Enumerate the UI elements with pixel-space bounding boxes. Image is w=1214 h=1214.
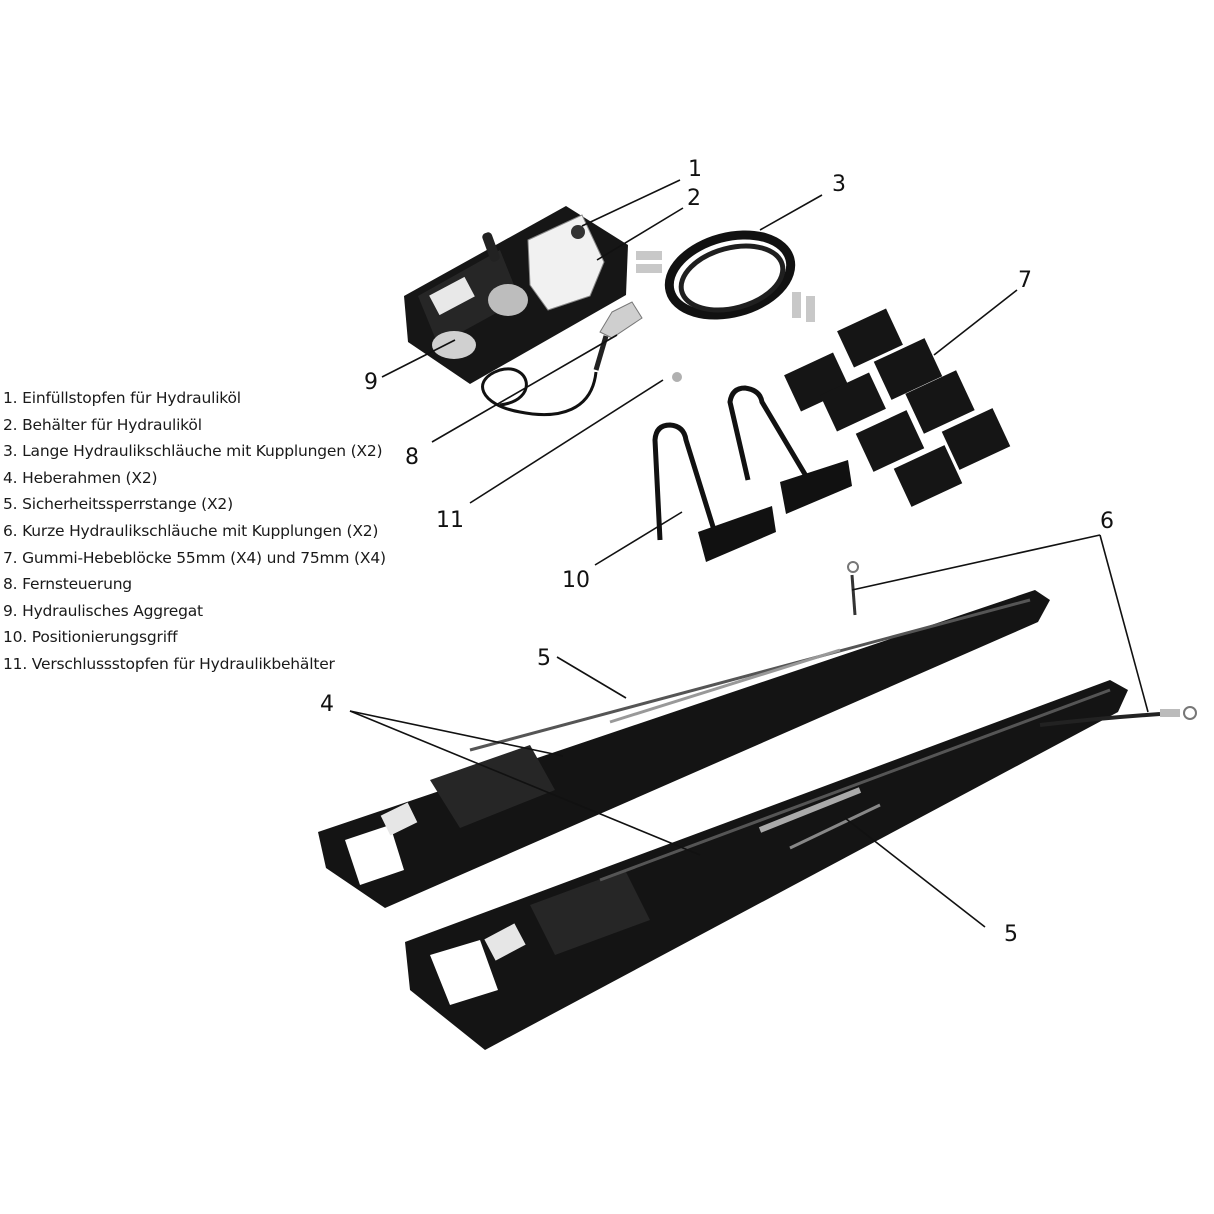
lifting-frame-lower-icon — [405, 680, 1128, 1050]
hydraulic-power-unit-icon — [404, 206, 628, 384]
callout-6: 6 — [1100, 509, 1114, 534]
reservoir-plug-icon — [672, 372, 682, 382]
callout-1: 1 — [688, 157, 702, 182]
legend-item-1: 1. Einfüllstopfen für Hydrauliköl — [3, 389, 241, 407]
legend-item-2: 2. Behälter für Hydrauliköl — [3, 415, 202, 434]
callout-5-lower: 5 — [1004, 922, 1018, 947]
callout-8: 8 — [405, 445, 419, 470]
long-hydraulic-hoses-icon — [636, 230, 815, 322]
legend-item-5: 5. Sicherheitssperrstange (X2) — [3, 495, 233, 514]
callout-leader-lines — [349, 179, 1149, 928]
legend-item-7: 7. Gummi-Hebeblöcke 55mm (X4) und 75mm (… — [3, 548, 386, 567]
legend-item-3: 3. Lange Hydraulikschläuche mit Kupplung… — [3, 442, 383, 461]
lifting-frame-upper-icon — [318, 590, 1050, 908]
short-hydraulic-hoses-icon — [847, 561, 1197, 727]
legend-item-10: 10. Positionierungsgriff — [3, 628, 178, 647]
callout-11: 11 — [436, 508, 464, 533]
legend-item-6: 6. Kurze Hydraulikschläuche mit Kupplung… — [3, 521, 379, 540]
legend-item-9: 9. Hydraulisches Aggregat — [3, 601, 203, 620]
callout-9: 9 — [364, 370, 378, 395]
legend-item-11: 11. Verschlussstopfen für Hydraulikbehäl… — [3, 654, 335, 673]
parts-legend: 1. Einfüllstopfen für Hydrauliköl 2. Beh… — [3, 385, 386, 678]
callout-2: 2 — [687, 186, 701, 211]
callout-5-upper: 5 — [537, 646, 551, 671]
callout-4: 4 — [320, 692, 334, 717]
callout-7: 7 — [1018, 268, 1032, 293]
positioning-handles-icon — [652, 385, 852, 562]
rubber-lifting-blocks-icon — [784, 308, 1011, 507]
legend-item-8: 8. Fernsteuerung — [3, 575, 132, 594]
legend-item-4: 4. Heberahmen (X2) — [3, 468, 158, 487]
callout-10: 10 — [562, 568, 590, 593]
callout-3: 3 — [832, 172, 846, 197]
